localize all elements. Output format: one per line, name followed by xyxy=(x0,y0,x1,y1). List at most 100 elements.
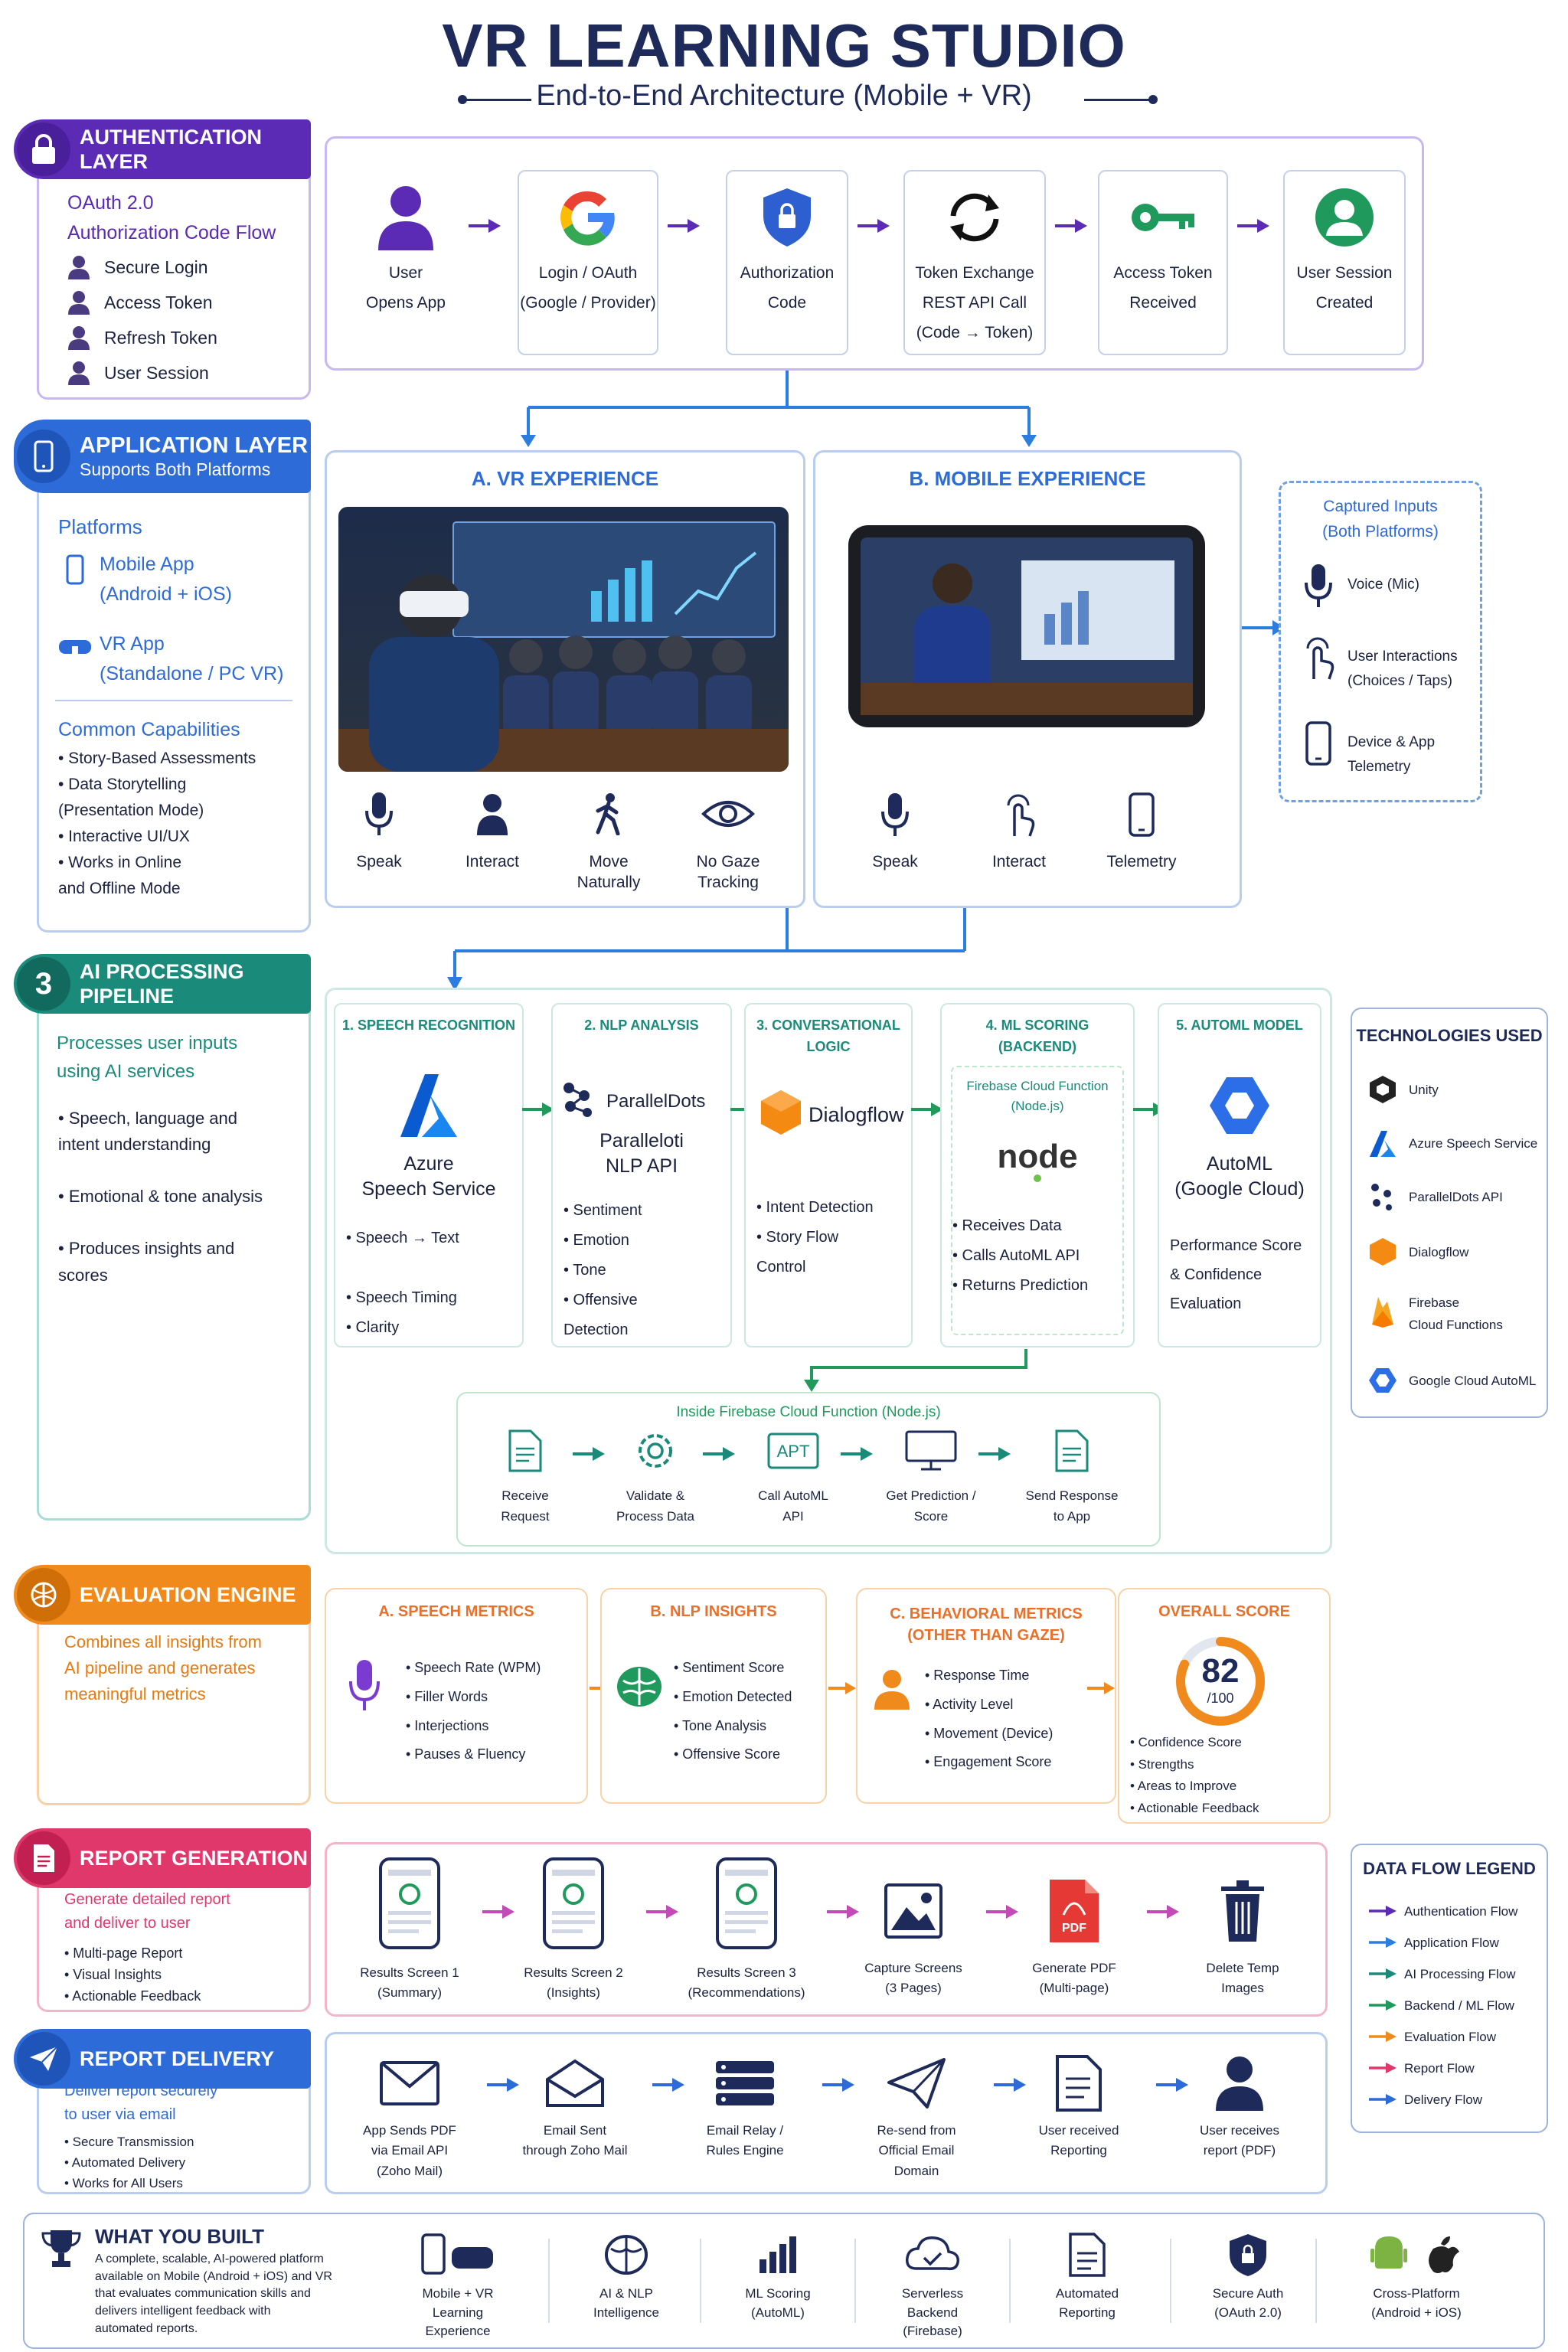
inside-step-arrow xyxy=(977,1444,1012,1464)
person-orange-icon xyxy=(865,1663,919,1717)
brain-icon xyxy=(573,2231,680,2278)
step-3-icon: 3 xyxy=(17,957,70,1011)
auth-flow-label: Token Exchange REST API Call (Code → Tok… xyxy=(915,264,1034,341)
ai-side-panel xyxy=(37,988,311,1521)
oauth-heading: OAuth 2.0 Authorization Code Flow xyxy=(67,192,276,243)
legend-arrow xyxy=(1367,1998,1398,2013)
eye-icon xyxy=(686,789,770,839)
delivery-desc: Deliver report securely to user via emai… xyxy=(64,2082,218,2123)
captured-inputs-box xyxy=(1279,481,1482,802)
auth-flow-card xyxy=(903,170,1046,355)
eval-layer-pill: EVALUATION ENGINE xyxy=(14,1565,311,1625)
pdf-icon: PDF xyxy=(1017,1873,1132,1949)
auth-flow-arrow xyxy=(1236,216,1271,236)
results-screen-1-icon xyxy=(352,1853,467,1954)
page-title: VR LEARNING STUDIO xyxy=(442,11,1126,80)
azure-logo-icon xyxy=(334,1067,524,1144)
firebase-function-label: Firebase Cloud Function (Node.js) xyxy=(966,1079,1109,1113)
platform-vr: VR App (Standalone / PC VR) xyxy=(100,633,284,684)
vr-scene-image xyxy=(338,507,789,772)
auth-side-panel xyxy=(37,145,311,400)
trash-icon xyxy=(1185,1873,1300,1949)
report-step-label: Delete Temp Images xyxy=(1206,1961,1279,1996)
microphone-icon xyxy=(341,1655,387,1717)
ai-stage-name: Azure Speech Service xyxy=(361,1153,496,1200)
lock-icon xyxy=(17,122,70,176)
subtitle-line-left xyxy=(462,99,531,101)
ai-stage-card xyxy=(1158,1003,1321,1348)
mobile-scene-image xyxy=(848,525,1205,727)
app-layer-sublabel: Supports Both Platforms xyxy=(80,459,271,479)
vr-title: A. VR EXPERIENCE xyxy=(471,467,659,490)
auth-flow-label: Login / OAuth (Google / Provider) xyxy=(520,264,656,312)
built-item-label: ML Scoring (AutoML) xyxy=(745,2286,811,2320)
built-item-label: Secure Auth (OAuth 2.0) xyxy=(1212,2286,1284,2320)
document-icon xyxy=(479,1426,571,1476)
ai-stage-bullets: • Intent Detection • Story Flow Control xyxy=(756,1199,874,1276)
ai-points: • Speech, language and intent understand… xyxy=(58,1109,263,1285)
legend-label: Report Flow xyxy=(1404,2061,1475,2076)
microphone-icon xyxy=(1300,562,1337,609)
legend-label: Backend / ML Flow xyxy=(1404,1998,1514,2013)
app-layer-label: APPLICATION LAYER xyxy=(80,433,309,458)
score-value: 82 xyxy=(1201,1652,1240,1690)
trophy-icon xyxy=(38,2225,84,2271)
auth-flow-arrow xyxy=(666,216,701,236)
dialogflow-brand: Dialogflow xyxy=(808,1103,904,1126)
ai-stage-card xyxy=(334,1003,524,1348)
shield-lock-icon xyxy=(726,181,848,254)
phone-icon xyxy=(1099,787,1184,842)
microphone-icon xyxy=(337,789,421,839)
svg-text:APT: APT xyxy=(777,1442,810,1461)
vr-action-label: Interact xyxy=(465,853,520,871)
unity-logo-icon xyxy=(1366,1072,1400,1107)
user-circle-icon xyxy=(1283,181,1406,254)
captured-input-label: User Interactions (Choices / Taps) xyxy=(1348,648,1458,690)
inside-firebase-box xyxy=(456,1392,1161,1547)
phone-icon xyxy=(1300,720,1337,767)
built-item-label: Serverless Backend (Firebase) xyxy=(901,2286,964,2339)
tech-item: ParallelDots API xyxy=(1409,1190,1503,1204)
report-side-panel xyxy=(37,1864,311,2012)
report-layer-pill: REPORT GENERATION xyxy=(14,1828,311,1888)
speech-metrics-title: A. SPEECH METRICS xyxy=(378,1603,534,1620)
auth-layer-label: AUTHENTICATION LAYER xyxy=(80,125,262,173)
capabilities-list: • Story-Based Assessments • Data Storyte… xyxy=(58,750,256,898)
platforms-heading: Platforms xyxy=(58,515,142,538)
inside-step-arrow xyxy=(701,1444,737,1464)
vr-headset-icon xyxy=(57,635,93,658)
key-icon xyxy=(1098,181,1228,254)
auth-flow-label: Authorization Code xyxy=(740,264,835,312)
report-step-arrow xyxy=(825,1902,861,1922)
delivery-step-arrow xyxy=(992,2075,1027,2095)
ai-stage-name: Paralleloti NLP API xyxy=(599,1130,684,1177)
app-side-panel xyxy=(37,453,311,933)
mobile-action-label: Telemetry xyxy=(1106,853,1177,871)
built-divider xyxy=(548,2239,550,2323)
delivery-step-label: User receives report (PDF) xyxy=(1200,2123,1279,2158)
auth-item: Access Token xyxy=(104,292,213,312)
report-icon xyxy=(1034,2231,1141,2278)
ai-stage-arrow xyxy=(521,1099,556,1119)
svg-text:PDF: PDF xyxy=(1062,1922,1086,1935)
mobile-vr-icon xyxy=(404,2231,511,2278)
delivery-step-arrow xyxy=(651,2075,686,2095)
auth-flow-arrow xyxy=(467,216,502,236)
tech-item: Azure Speech Service xyxy=(1409,1136,1538,1151)
auth-item: Secure Login xyxy=(104,257,208,277)
legend-arrow xyxy=(1367,1903,1398,1919)
results-screen-2-icon xyxy=(516,1853,631,1954)
report-step-label: Results Screen 3 (Recommendations) xyxy=(688,1965,805,2001)
cloud-check-icon xyxy=(879,2231,986,2278)
captured-inputs-heading: Captured Inputs (Both Platforms) xyxy=(1322,498,1439,541)
report-step-arrow xyxy=(645,1902,680,1922)
nlp-insights-title: B. NLP INSIGHTS xyxy=(650,1603,777,1620)
ai-stage-title: 5. AUTOML MODEL xyxy=(1176,1018,1303,1033)
mobile-action-label: Interact xyxy=(991,853,1047,871)
inside-step-label: Get Prediction / Score xyxy=(886,1488,976,1524)
gear-icon xyxy=(609,1426,701,1476)
eval-arrow-2 xyxy=(828,1682,856,1694)
auth-flow-card xyxy=(1098,170,1228,355)
firebase-logo-icon xyxy=(1366,1294,1400,1329)
paper-plane-icon xyxy=(17,2032,70,2086)
